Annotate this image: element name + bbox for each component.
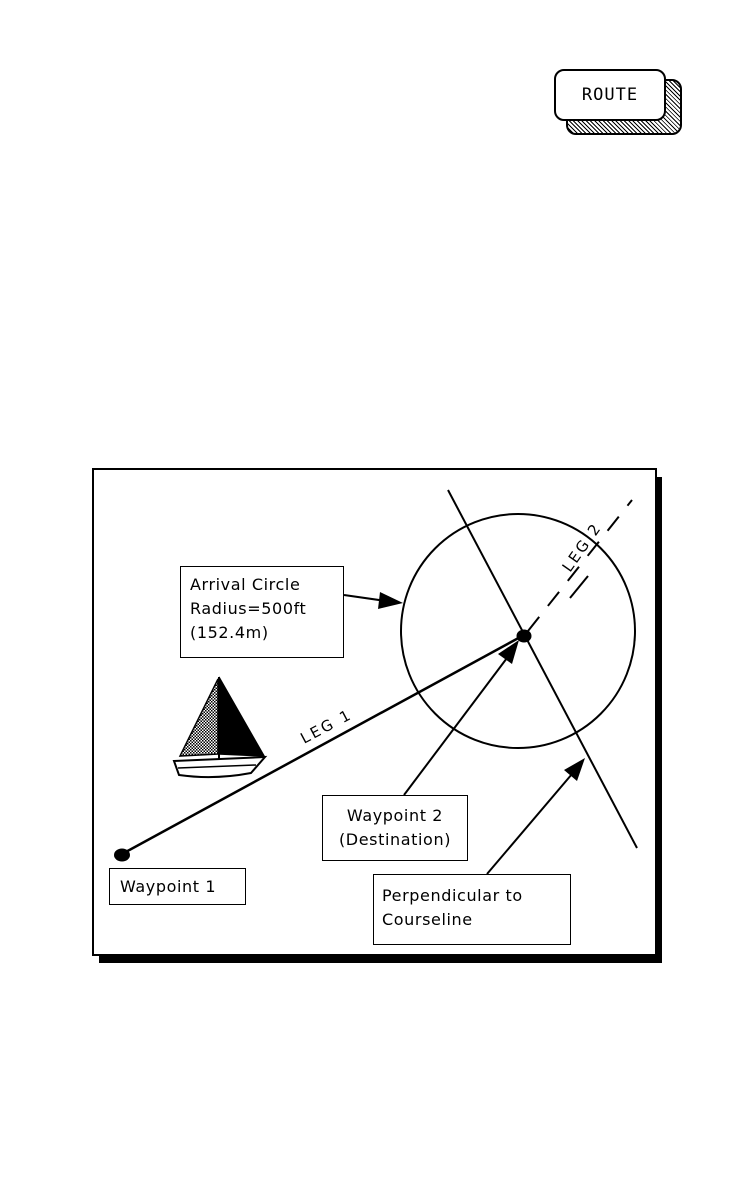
arrival-circle-label-line3: (152.4m) [190, 621, 343, 645]
perpendicular-label: Perpendicular to Courseline [373, 874, 571, 945]
waypoint2-label-line2: (Destination) [323, 828, 467, 852]
arrival-circle-label-line2: Radius=500ft [190, 597, 343, 621]
arrival-circle [401, 514, 635, 748]
arrival-circle-arrowhead [378, 592, 403, 609]
waypoint1-marker [114, 849, 130, 862]
leg2-underline [570, 576, 588, 598]
perpendicular-line [448, 490, 637, 848]
arrival-circle-label: Arrival Circle Radius=500ft (152.4m) [180, 566, 344, 658]
perpendicular-label-line2: Courseline [382, 908, 570, 932]
arrival-circle-label-line1: Arrival Circle [190, 573, 343, 597]
waypoint2-arrow [404, 658, 507, 795]
perpendicular-arrow [487, 774, 572, 874]
perpendicular-arrowhead [564, 758, 585, 781]
waypoint1-label-text: Waypoint 1 [120, 875, 245, 899]
waypoint2-label-line1: Waypoint 2 [323, 804, 467, 828]
perpendicular-label-line1: Perpendicular to [382, 884, 570, 908]
waypoint1-label: Waypoint 1 [109, 868, 246, 905]
waypoint2-label: Waypoint 2 (Destination) [322, 795, 468, 861]
route-diagram: LEG 1 LEG 2 Arrival Circle Radius=500ft … [92, 468, 657, 956]
route-key: ROUTE [554, 69, 682, 133]
route-key-label: ROUTE [554, 69, 666, 121]
sailboat-icon [174, 677, 265, 777]
